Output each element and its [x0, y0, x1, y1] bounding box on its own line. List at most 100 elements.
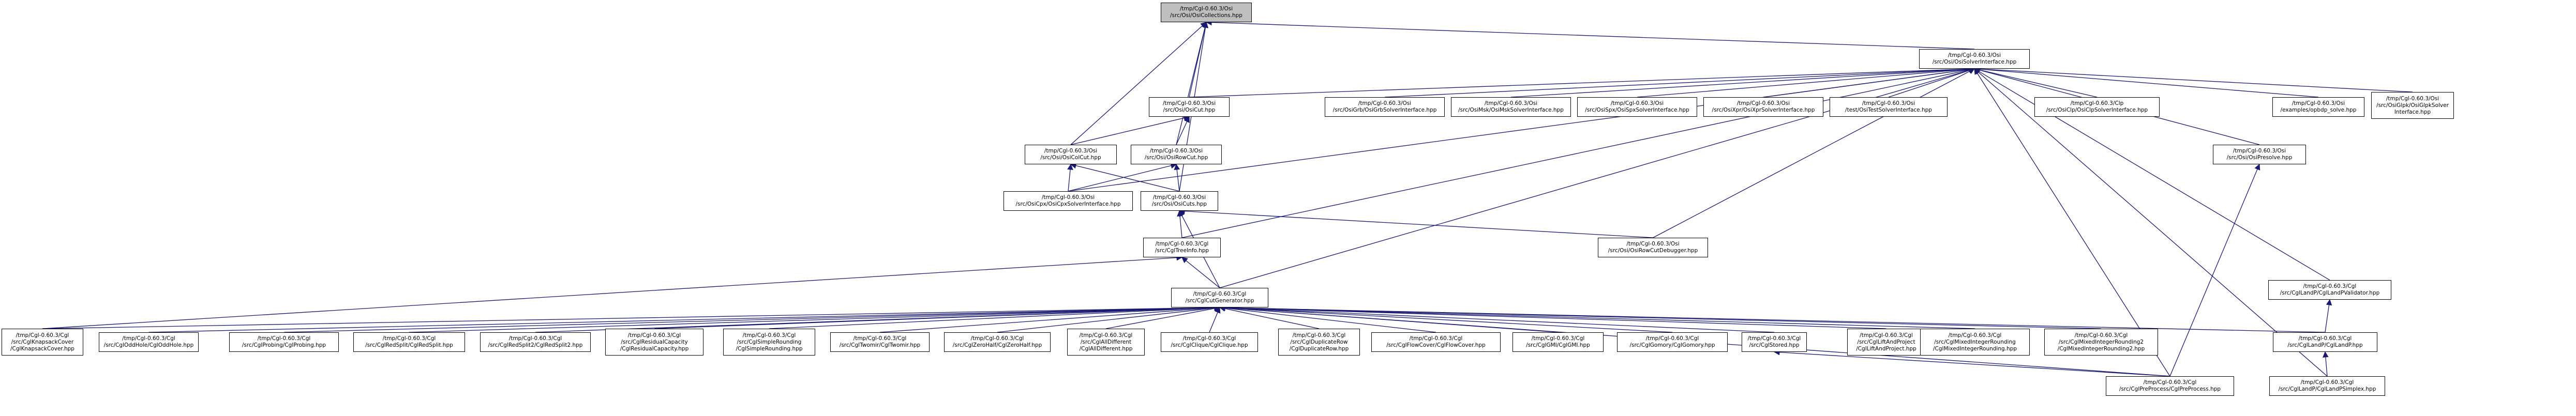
file-node-label-line: /src/CglPreProcess/CglPreProcess.hpp	[2119, 386, 2221, 392]
file-node-label-line: /src/CglOddHole/CglOddHole.hpp	[103, 342, 194, 348]
file-node-knapsack[interactable]: /tmp/Cgl-0.60.3/Cgl/src/CglKnapsackCover…	[2, 329, 83, 356]
file-node-label-line: /src/CglSimpleRounding	[737, 338, 802, 345]
file-node-landp[interactable]: /tmp/Cgl-0.60.3/Cgl/src/CglLandP/CglLand…	[2273, 332, 2377, 352]
file-node-label-line: /tmp/Cgl-0.60.3/Cgl	[16, 332, 69, 338]
file-node-rescap[interactable]: /tmp/Cgl-0.60.3/Cgl/src/CglResidualCapac…	[605, 329, 703, 356]
file-node-label-line: /tmp/Cgl-0.60.3/Cgl	[970, 335, 1024, 342]
file-node-gomory[interactable]: /tmp/Cgl-0.60.3/Cgl/src/CglGomory/CglGom…	[1617, 332, 1728, 352]
file-node-label-line: /src/Osi/OsiColCut.hpp	[1040, 155, 1101, 161]
file-node-label-line: /tmp/Cgl-0.60.3/Osi	[1162, 100, 1216, 106]
file-node-label-line: /src/CglLiftAndProject	[1857, 338, 1915, 345]
file-node-label-line: /tmp/Cgl-0.60.3/Cgl	[1948, 332, 2002, 338]
file-node-label-line: /tmp/Cgl-0.60.3/Cgl	[508, 335, 562, 342]
file-node-zerohalf[interactable]: /tmp/Cgl-0.60.3/Cgl/src/CglZeroHalf/CglZ…	[944, 332, 1051, 352]
file-node-label-line: /src/OsiGrb/OsiGrbSolverInterface.hpp	[1332, 107, 1437, 113]
file-node-label-line: /src/CglTreeInfo.hpp	[1155, 248, 1209, 254]
file-node-simpleround[interactable]: /tmp/Cgl-0.60.3/Cgl/src/CglSimpleRoundin…	[723, 329, 815, 356]
file-node-label-line: /src/Osi/OsiCut.hpp	[1163, 107, 1216, 113]
file-node-label-line: /tmp/Cgl-0.60.3/Cgl	[1860, 332, 1913, 338]
edge-simpleround-includes-generator	[769, 304, 1221, 329]
file-node-clique[interactable]: /tmp/Cgl-0.60.3/Cgl/src/CglClique/CglCli…	[1161, 332, 1258, 352]
file-node-label-line: /src/CglFlowCover/CglFlowCover.hpp	[1386, 342, 1486, 348]
edge-solve-includes-solverinterface	[1973, 66, 2319, 98]
file-node-treeinfo[interactable]: /tmp/Cgl-0.60.3/Cgl/src/CglTreeInfo.hpp	[1143, 238, 1221, 257]
file-node-label-line: /src/CglClique/CglClique.hpp	[1171, 342, 1248, 348]
file-node-solve[interactable]: /tmp/Cgl-0.60.3/Osi/examples/opbdp_solve…	[2272, 97, 2364, 117]
file-node-label-line: /tmp/Cgl-0.60.3/Cgl	[2300, 379, 2354, 386]
file-node-label-line: /src/OsiGlpk/OsiGlpkSolver	[2376, 102, 2449, 109]
file-node-label-line: /tmp/Cgl-0.60.3/Cgl	[1079, 332, 1133, 338]
file-node-debugger[interactable]: /tmp/Cgl-0.60.3/Osi/src/Osi/OsiRowCutDeb…	[1598, 238, 1708, 257]
file-node-alldifferent[interactable]: /tmp/Cgl-0.60.3/Cgl/src/CglAllDifferent/…	[1067, 329, 1145, 356]
file-node-label-line: /tmp/Cgl-0.60.3/Cgl	[1292, 332, 1346, 338]
file-node-cpx[interactable]: /tmp/Cgl-0.60.3/Osi/src/OsiCpx/OsiCpxSol…	[1004, 191, 1133, 211]
edge-stored-includes-generator	[1219, 304, 1775, 333]
file-node-label-line: /CglMixedIntegerRounding2.hpp	[2057, 345, 2145, 352]
file-node-label-line: /src/CglRedSplit/CglRedSplit.hpp	[365, 342, 453, 348]
file-node-label-line: /src/CglRedSplit2/CglRedSplit2.hpp	[488, 342, 583, 348]
edge-mixedround-includes-generator	[1219, 304, 1975, 329]
file-node-label-line: /src/Osi/OsiRowCut.hpp	[1144, 155, 1208, 161]
file-node-test[interactable]: /tmp/Cgl-0.60.3/Osi/test/OsiTestSolverIn…	[1830, 97, 1948, 117]
file-node-grb[interactable]: /tmp/Cgl-0.60.3/Osi/src/OsiGrb/OsiGrbSol…	[1325, 97, 1445, 117]
file-node-label-line: /CglKnapsackCover.hpp	[10, 345, 74, 352]
edge-cuts-includes-rowcut	[1174, 163, 1180, 192]
edge-solverinterface-includes-collections	[1205, 19, 1975, 50]
file-node-xpr[interactable]: /tmp/Cgl-0.60.3/Osi/src/OsiXpr/OsiXprSol…	[1703, 97, 1823, 117]
file-node-label-line: /tmp/Cgl-0.60.3/Osi	[1484, 100, 1538, 106]
file-node-generator[interactable]: /tmp/Cgl-0.60.3/Cgl/src/CglCutGenerator.…	[1171, 288, 1268, 307]
file-node-colcut[interactable]: /tmp/Cgl-0.60.3/Osi/src/Osi/OsiColCut.hp…	[1025, 145, 1117, 164]
edge-msk-includes-solverinterface	[1510, 66, 1975, 98]
file-node-redsplit2[interactable]: /tmp/Cgl-0.60.3/Cgl/src/CglRedSplit2/Cgl…	[480, 332, 591, 352]
file-node-redsplit[interactable]: /tmp/Cgl-0.60.3/Cgl/src/CglRedSplit/CglR…	[353, 332, 465, 352]
file-node-cut[interactable]: /tmp/Cgl-0.60.3/Osi/src/Osi/OsiCut.hpp	[1149, 97, 1230, 117]
file-node-gmi[interactable]: /tmp/Cgl-0.60.3/Cgl/src/CglGMI/CglGMI.hp…	[1512, 332, 1604, 352]
file-node-msk[interactable]: /tmp/Cgl-0.60.3/Osi/src/OsiMsk/OsiMskSol…	[1451, 97, 1571, 117]
file-node-rowcut[interactable]: /tmp/Cgl-0.60.3/Osi/src/Osi/OsiRowCut.hp…	[1131, 145, 1222, 164]
file-node-flowcover[interactable]: /tmp/Cgl-0.60.3/Cgl/src/CglFlowCover/Cgl…	[1371, 332, 1501, 352]
file-node-label-line: /tmp/Cgl-0.60.3/Osi	[1736, 100, 1790, 106]
edge-debugger-includes-solverinterface	[1653, 68, 1975, 238]
edge-preprocess-includes-presolve	[2169, 163, 2260, 377]
file-node-label-line: /src/CglKnapsackCover	[11, 338, 74, 345]
edge-clique-includes-generator	[1209, 306, 1221, 333]
file-node-label-line: /CglResidualCapacity.hpp	[620, 345, 689, 352]
file-node-label-line: /CglSimpleRounding.hpp	[736, 345, 803, 352]
file-node-label-line: /tmp/Cgl-0.60.3/Cgl	[1531, 335, 1585, 342]
edge-rowcut-includes-cut	[1176, 116, 1190, 145]
file-node-spx[interactable]: /tmp/Cgl-0.60.3/Osi/src/OsiSpx/OsiSpxSol…	[1577, 97, 1697, 117]
edge-glpk-includes-solverinterface	[1973, 66, 2413, 93]
file-node-landpproject[interactable]: /tmp/Cgl-0.60.3/Cgl/src/CglLiftAndProjec…	[1847, 329, 1925, 356]
file-node-preprocess[interactable]: /tmp/Cgl-0.60.3/Cgl/src/CglPreProcess/Cg…	[2106, 376, 2234, 396]
file-node-solverinterface[interactable]: /tmp/Cgl-0.60.3/Osi/src/Osi/OsiSolverInt…	[1919, 49, 2030, 69]
file-node-probing[interactable]: /tmp/Cgl-0.60.3/Cgl/src/CglProbing/CglPr…	[229, 332, 339, 352]
edge-landp-includes-validator	[2325, 299, 2332, 333]
file-node-mixedround[interactable]: /tmp/Cgl-0.60.3/Cgl/src/CglMixedIntegerR…	[1920, 329, 2030, 356]
edge-generator-includes-treeinfo	[1181, 257, 1220, 288]
file-node-mixedround2[interactable]: /tmp/Cgl-0.60.3/Cgl/src/CglMixedIntegerR…	[2044, 329, 2158, 356]
edge-test-includes-solverinterface	[1888, 67, 1975, 98]
file-node-twomir[interactable]: /tmp/Cgl-0.60.3/Cgl/src/CglTwomir/CglTwo…	[830, 332, 930, 352]
file-node-label-line: /src/CglTwomir/CglTwomir.hpp	[839, 342, 921, 348]
file-node-label-line: /tmp/Cgl-0.60.3/Cgl	[382, 335, 436, 342]
file-node-label-line: /CglDuplicateRow.hpp	[1289, 345, 1349, 352]
edge-rescap-includes-generator	[654, 304, 1221, 329]
file-node-cuts[interactable]: /tmp/Cgl-0.60.3/Osi/src/Osi/OsiCuts.hpp	[1141, 191, 1218, 211]
file-node-glpk[interactable]: /tmp/Cgl-0.60.3/Osi/src/OsiGlpk/OsiGlpkS…	[2371, 92, 2454, 119]
file-node-stored[interactable]: /tmp/Cgl-0.60.3/Cgl/src/CglStored.hpp	[1742, 332, 1807, 352]
file-node-clp[interactable]: /tmp/Cgl-0.60.3/Clp/src/OsiClp/OsiClpSol…	[2034, 97, 2160, 117]
file-node-duplicaterow[interactable]: /tmp/Cgl-0.60.3/Cgl/src/CglDuplicateRow/…	[1278, 329, 1360, 356]
edge-clp-includes-solverinterface	[1973, 67, 2098, 98]
file-node-label-line: /tmp/Cgl-0.60.3/Cgl	[2143, 379, 2197, 386]
file-node-label-line: /tmp/Cgl-0.60.3/Osi	[1948, 52, 2001, 58]
file-node-label-line: /tmp/Cgl-0.60.3/Osi	[1358, 100, 1412, 106]
file-node-landpsimplex[interactable]: /tmp/Cgl-0.60.3/Cgl/src/CglLandP/CglLand…	[2269, 376, 2385, 396]
file-node-label-line: /tmp/Cgl-0.60.3/Osi	[1626, 241, 1680, 247]
file-node-label-line: /src/OsiMsk/OsiMskSolverInterface.hpp	[1458, 107, 1564, 113]
file-node-presolve[interactable]: /tmp/Cgl-0.60.3/Osi/src/Osi/OsiPresolve.…	[2213, 145, 2306, 164]
file-node-oddhole[interactable]: /tmp/Cgl-0.60.3/Cgl/src/CglOddHole/CglOd…	[99, 332, 199, 352]
file-node-validator[interactable]: /tmp/Cgl-0.60.3/Cgl/src/CglLandP/CglLand…	[2268, 280, 2391, 300]
file-node-label-line: /tmp/Cgl-0.60.3/Osi	[1149, 148, 1203, 154]
file-node-label-line: /src/CglZeroHalf/CglZeroHalf.hpp	[952, 342, 1042, 348]
file-node-label-line: /tmp/Cgl-0.60.3/Cgl	[2074, 332, 2128, 338]
